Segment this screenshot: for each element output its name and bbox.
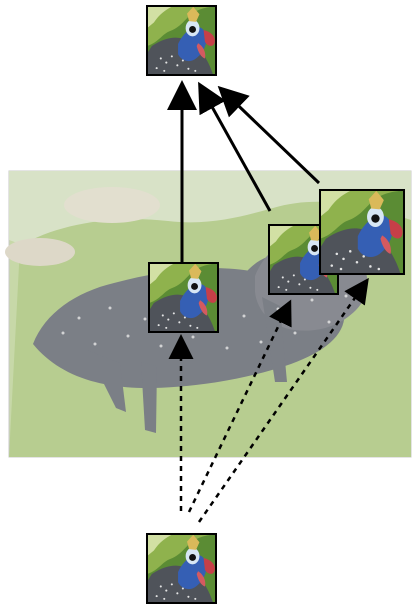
input-crop (145, 532, 218, 605)
dashed-arrow-3 (197, 277, 369, 523)
upward-arrows (167, 80, 321, 262)
scale-3-crop (318, 188, 406, 276)
upward-arrow-2 (198, 81, 272, 212)
downward-dashed-arrows (168, 277, 369, 523)
scale-1-crop (147, 261, 220, 334)
dashed-arrow-2 (187, 299, 292, 513)
output-crop (145, 4, 218, 77)
upward-arrow-3 (217, 85, 321, 185)
